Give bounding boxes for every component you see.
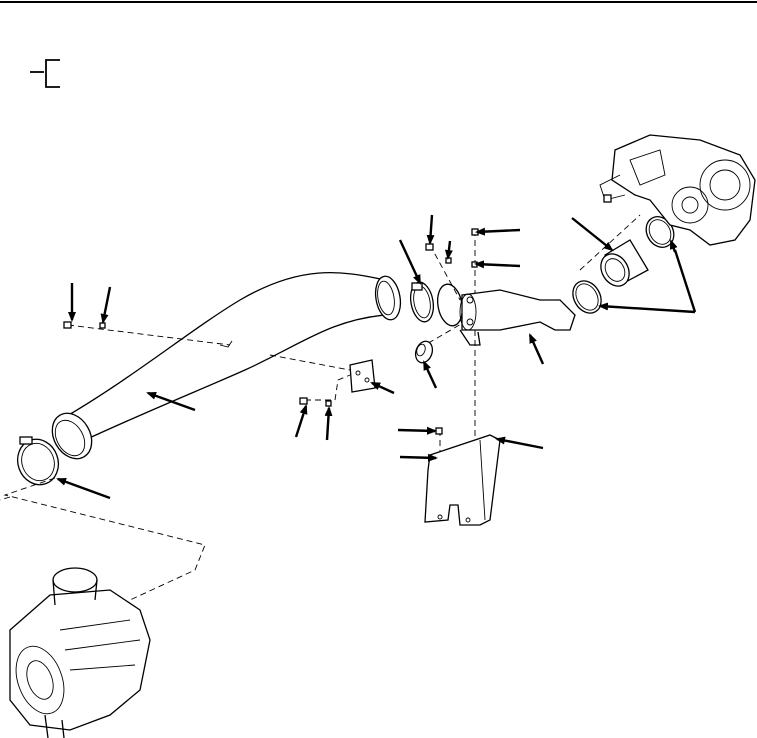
support-bracket <box>424 434 501 526</box>
air-cleaner <box>9 567 151 738</box>
center-hose-clamps <box>409 281 464 327</box>
turbo-connector-hose <box>572 216 675 314</box>
step-bracket-icon <box>30 59 60 88</box>
intake-tube <box>51 272 402 460</box>
mounting-bracket-small <box>349 359 376 393</box>
plug <box>414 340 434 364</box>
callout-arrows <box>56 214 697 500</box>
left-hose-clamp <box>16 436 60 486</box>
elbow-adapter <box>459 289 576 346</box>
turbocharger <box>599 134 756 246</box>
fasteners <box>63 228 479 461</box>
